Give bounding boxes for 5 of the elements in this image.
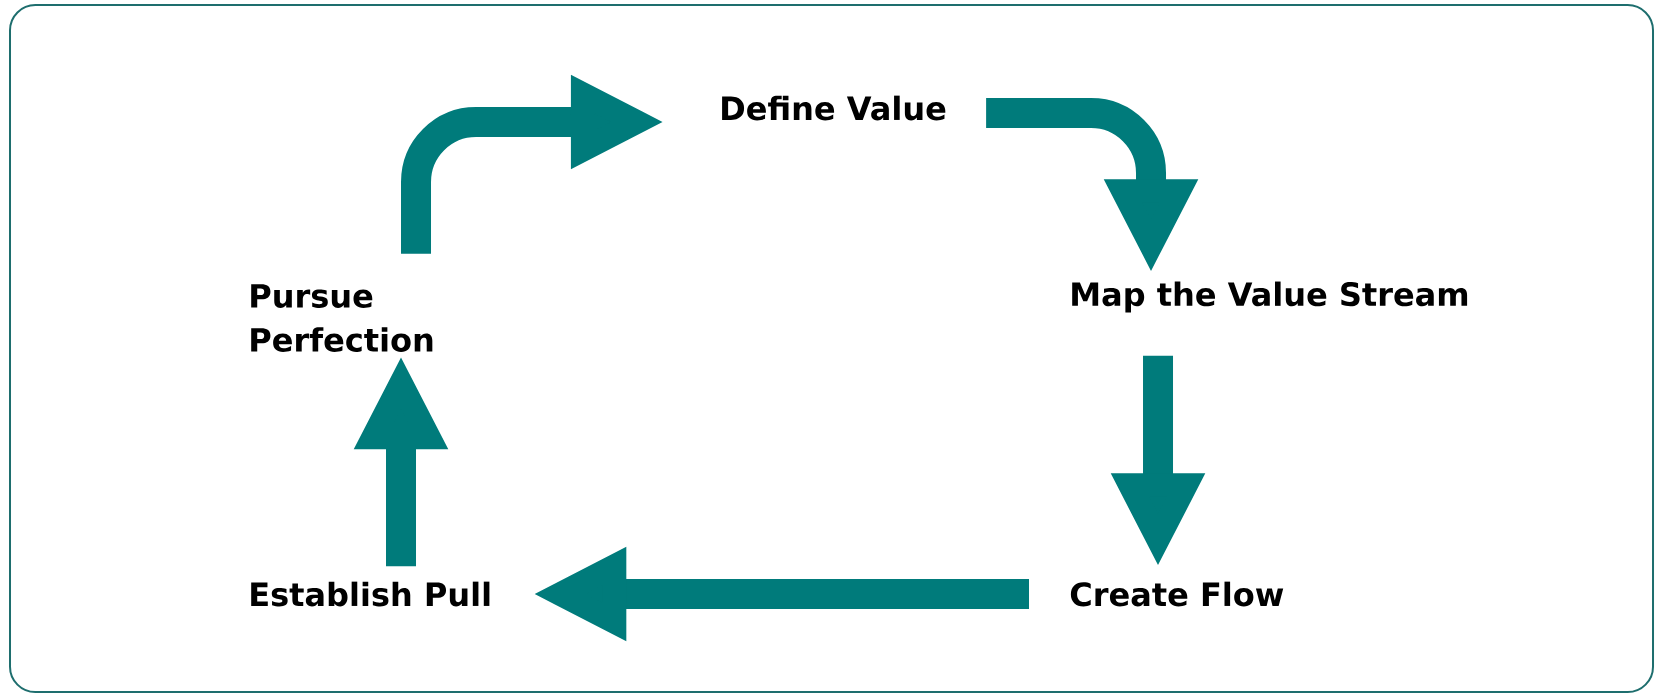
step-label: Establish Pull <box>251 581 490 607</box>
step-label: Pursue Perfection <box>251 284 433 352</box>
step-label: Map the Value Stream <box>1072 281 1468 313</box>
step-label: Define Value <box>722 95 946 121</box>
step-label: Create Flow <box>1070 581 1284 607</box>
